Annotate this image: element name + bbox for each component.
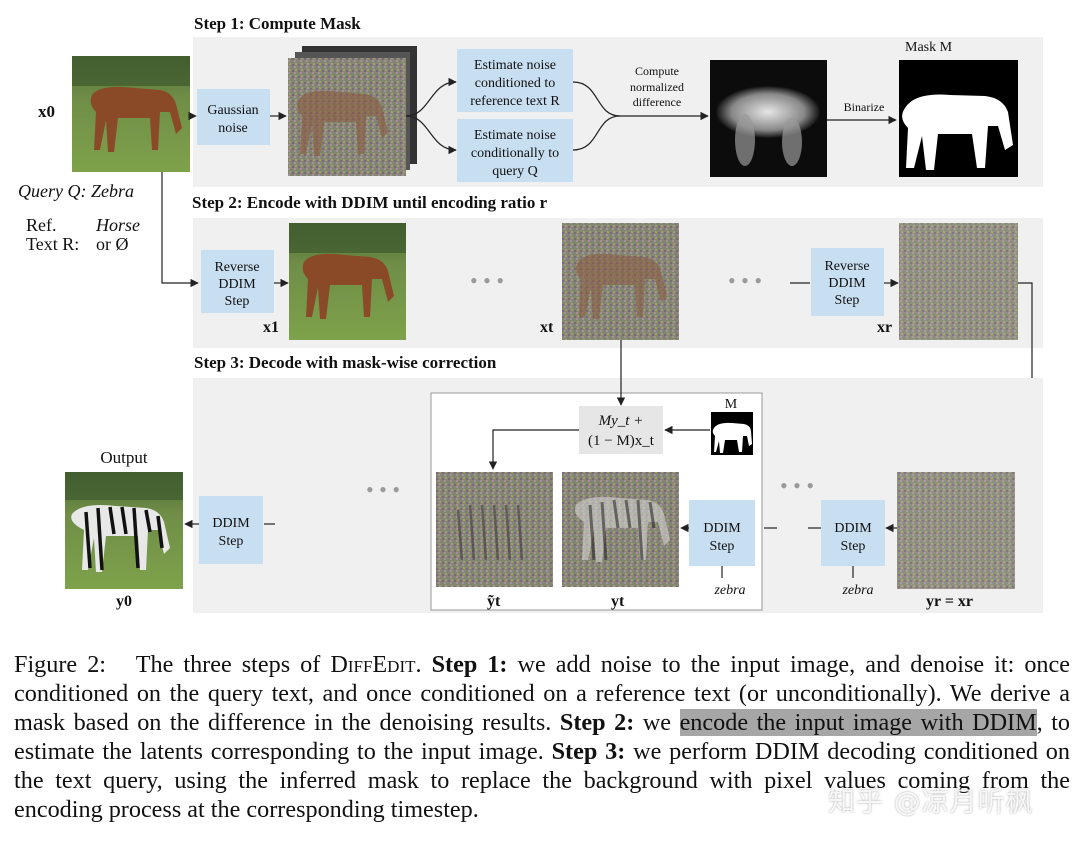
caption-method-name: DiffEdit (330, 651, 416, 678)
caption-step2-label: Step 2: (559, 709, 635, 736)
reverse-ddim-box-1[interactable] (201, 250, 274, 313)
image-x1 (289, 223, 406, 340)
caption-highlighted-text: encode the input image with DDIM (679, 709, 1037, 736)
reverse-ddim-2-line2: DDIM (828, 276, 866, 291)
merge-curve-top (572, 81, 621, 117)
ddim-right-line2: Step (841, 539, 866, 554)
reverse-ddim-2-line1: Reverse (824, 259, 869, 274)
noisy-image-stack (288, 46, 417, 176)
est-ref-line2: conditioned to (475, 76, 556, 91)
caption-step3-label: Step 3: (551, 738, 626, 765)
label-xt: xt (540, 319, 554, 336)
ddim-inner-line1: DDIM (703, 521, 741, 536)
figure-caption: Figure 2: The three steps of DiffEdit. S… (14, 650, 1070, 824)
caption-step3-text: we perform DDIM decoding conditioned on … (14, 738, 1070, 823)
reverse-ddim-1-line1: Reverse (214, 260, 259, 275)
dots-step3-left: • • • (366, 477, 400, 502)
output-image-y0 (65, 472, 183, 589)
arrow-formula-to-ytilde (488, 429, 579, 470)
est-ref-line1: Estimate noise (474, 58, 556, 73)
input-image-x0 (72, 56, 190, 172)
ddim-right-line1: DDIM (834, 521, 872, 536)
caption-figure-label: Figure 2: (14, 651, 107, 678)
compute-line1: Compute (635, 64, 679, 78)
formula-line1: My_t + (598, 413, 644, 429)
arrow-to-est-query (405, 115, 457, 155)
formula-line2: (1 − M)x_t (588, 433, 655, 449)
gaussian-noise-line1: Gaussian (207, 103, 258, 118)
step3-title: Step 3: Decode with mask-wise correction (194, 353, 497, 372)
small-mask-label: M (725, 397, 738, 412)
binarize-label: Binarize (844, 100, 885, 114)
caption-step2-pre: we (634, 709, 680, 736)
label-y0: y0 (116, 593, 132, 610)
step1-title: Step 1: Compute Mask (194, 14, 361, 33)
caption-intro: The three steps of (135, 651, 331, 678)
label-x1: x1 (263, 319, 279, 336)
ddim-step-inner-box[interactable] (689, 500, 755, 566)
est-ref-line3: reference text R (470, 94, 560, 109)
diffedit-diagram: Step 1: Compute Mask x0 Query Q: Zebra R… (18, 14, 1043, 613)
est-query-line2: conditionally to (471, 146, 559, 161)
step2-title: Step 2: Encode with DDIM until encoding … (192, 193, 548, 212)
ref-label-line1: Ref. (26, 215, 57, 235)
gaussian-noise-line2: noise (218, 121, 248, 136)
mask-image (899, 60, 1018, 177)
reverse-ddim-2-line3: Step (835, 293, 860, 308)
image-xr (899, 223, 1018, 340)
small-mask-image (711, 412, 753, 455)
reverse-ddim-1-line3: Step (225, 294, 250, 309)
label-xr: xr (877, 319, 892, 336)
image-xt (562, 223, 679, 340)
difference-map-image (710, 60, 827, 177)
dots-step2-b: • • • (728, 268, 762, 293)
caption-step1-label: Step 1: (431, 651, 508, 678)
watermark: 知乎 @凉月听枫 (828, 787, 1034, 818)
est-query-line1: Estimate noise (474, 128, 556, 143)
compute-line3: difference (633, 95, 681, 109)
ref-value-line2: or Ø (96, 234, 129, 254)
estimate-noise-query-box (457, 119, 573, 182)
formula-box (579, 406, 663, 454)
reverse-ddim-1-line2: DDIM (218, 277, 256, 292)
merge-curve-bottom (572, 115, 621, 151)
query-label: Query Q: Zebra (18, 181, 134, 201)
ref-value-line1: Horse (95, 215, 140, 235)
arrow-x0-to-reverse-ddim (161, 172, 199, 288)
ref-label-line2: Text R: (26, 234, 79, 254)
estimate-noise-reference-box (457, 49, 573, 112)
ddim-output-line1: DDIM (212, 516, 250, 531)
arrow-to-est-ref (405, 77, 457, 117)
ddim-output-line2: Step (219, 534, 244, 549)
label-yt: yt (611, 593, 625, 610)
est-query-line3: query Q (492, 164, 538, 179)
compute-line2: normalized (630, 80, 684, 94)
ddim-step-right-box[interactable] (821, 500, 885, 566)
image-yr (897, 472, 1015, 589)
zebra-label-1: zebra (713, 583, 745, 598)
caption-intro-end: . (415, 651, 432, 678)
label-ytilde: ỹt (487, 593, 501, 610)
dots-step3-right: • • • (780, 473, 814, 498)
output-label: Output (100, 448, 148, 467)
reverse-ddim-box-2[interactable] (811, 248, 884, 316)
caption-step2-text: , to estimate the latents corresponding … (14, 709, 1071, 765)
image-ytilde (436, 472, 553, 587)
zebra-label-2: zebra (841, 583, 873, 598)
caption-step1-text: we add noise to the input image, and den… (14, 651, 1070, 736)
label-yr: yr = xr (926, 593, 973, 610)
image-yt (562, 472, 679, 587)
label-x0: x0 (38, 102, 55, 121)
mask-title: Mask M (905, 40, 953, 55)
ddim-inner-line2: Step (710, 539, 735, 554)
ddim-step-output-box[interactable] (199, 496, 263, 564)
gaussian-noise-box (197, 89, 270, 145)
dots-step2-a: • • • (470, 268, 504, 293)
